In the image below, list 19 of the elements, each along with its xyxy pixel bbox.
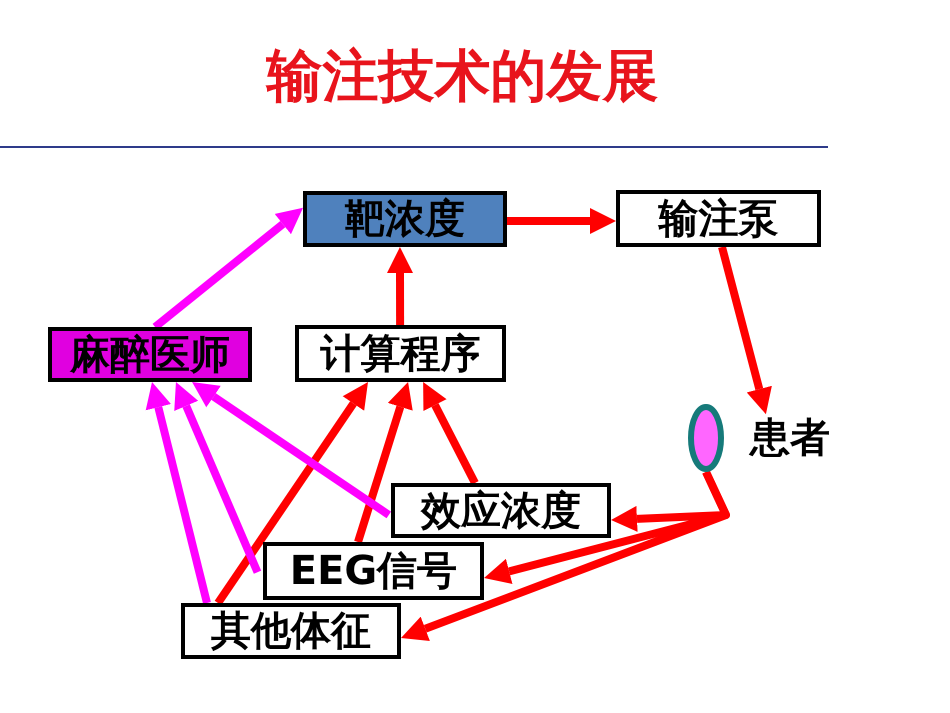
process-box: 效应浓度 bbox=[391, 483, 611, 538]
process-box: 其他体征 bbox=[181, 603, 401, 659]
arrow bbox=[174, 382, 262, 574]
process-box: 靶浓度 bbox=[303, 191, 507, 247]
arrow bbox=[423, 382, 479, 485]
arrow bbox=[718, 246, 772, 414]
arrow bbox=[507, 208, 616, 234]
process-box: 输注泵 bbox=[616, 190, 821, 247]
arrow bbox=[400, 470, 730, 641]
process-box: 计算程序 bbox=[295, 325, 506, 382]
node-caption: 患者 bbox=[750, 415, 830, 461]
arrow bbox=[214, 382, 368, 606]
process-box: EEG信号 bbox=[263, 542, 484, 600]
process-box: 麻醉医师 bbox=[48, 327, 252, 382]
arrow bbox=[387, 247, 413, 326]
arrow bbox=[192, 382, 392, 518]
arrow bbox=[146, 382, 211, 604]
arrow bbox=[354, 382, 413, 544]
title: 输注技术的发展 bbox=[264, 44, 660, 110]
